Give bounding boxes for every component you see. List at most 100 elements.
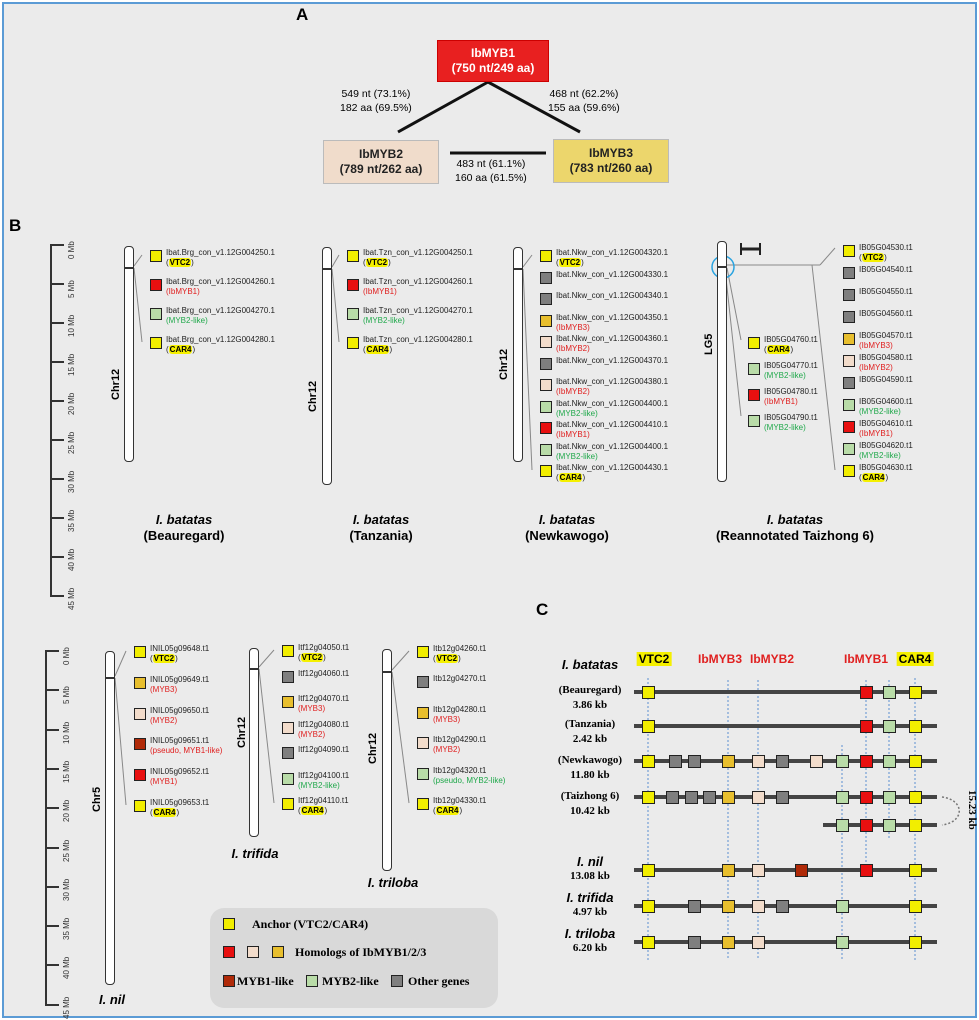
gene-label: IB05G04560.t1 [859, 309, 913, 319]
gene-annotation: (IbMYB3) [556, 322, 590, 332]
gene-label: Itb12g04260.t1(VTC2) [433, 644, 486, 664]
row-name: I. trifida [566, 890, 614, 905]
locus-gene-anchor [909, 686, 922, 699]
gene-label: Ibat.Brg_con_v1.12G004250.1(VTC2) [166, 248, 275, 268]
gene-id: IB05G04570.t1 [859, 331, 913, 340]
identity-myb2-myb3: 483 nt (61.1%) 160 aa (61.5%) [455, 157, 527, 185]
gene-marker-myb3 [134, 676, 146, 689]
connector-line [331, 254, 340, 268]
gene-marker-myb2 [540, 379, 552, 391]
gene-label: Itf12g04050.t1(VTC2) [298, 643, 349, 663]
locus-gene-myb2like [883, 686, 896, 699]
identity-myb1-myb3: 468 nt (62.2%) 155 aa (59.6%) [548, 87, 620, 115]
gene-annotation: (MYB2-like) [166, 316, 208, 325]
legend-swatch-myb1 [223, 946, 235, 958]
gene-id: INIL05g09652.t1 [150, 767, 210, 777]
column-header-myb1: IbMYB1 [843, 652, 889, 666]
gene-annotation: (CAR4) [150, 808, 180, 817]
ruler-bottom-tick [45, 650, 59, 652]
ruler-top-tick [50, 439, 64, 441]
gene-id: Itf12g04080.t1 [298, 719, 350, 729]
chromosome-band [125, 267, 133, 269]
gene-label: Itf12g04060.t1 [298, 669, 349, 679]
gene-annotation: (VTC2) [556, 258, 584, 267]
gene-marker-other [417, 676, 429, 689]
gene-id: Ibat.Brg_con_v1.12G004260.1 [166, 277, 275, 286]
ruler-top-tick [50, 283, 64, 285]
gene-marker-anchor [134, 800, 146, 812]
gene-id: Ibat.Brg_con_v1.12G004280.1 [166, 335, 275, 344]
connector-line [331, 268, 340, 343]
ruler-top-tick [50, 556, 64, 558]
ibmyb2-box: IbMYB2 (789 nt/262 aa) [323, 140, 439, 184]
identity-nt: 549 nt (73.1%) [341, 88, 411, 100]
gene-annotation: (MYB2-like) [556, 408, 598, 418]
species-label: I. batatas(Tanzania) [349, 512, 412, 544]
locus-gene-myb2like [883, 755, 896, 768]
connector-line [391, 650, 410, 671]
chromosome-chr12 [124, 246, 134, 462]
chromosome-chr12 [382, 649, 392, 871]
locus-gene-myb2like [883, 791, 896, 804]
ruler-bottom-tick [45, 925, 59, 928]
gene-label: Itf12g04090.t1 [298, 745, 349, 755]
gene-id: Ibat.Tzn_con_v1.12G004280.1 [363, 335, 473, 344]
gene-label: INIL05g09652.t1(MYB1) [150, 767, 209, 787]
locus-gene-other [669, 755, 682, 768]
ibmyb2-size: (789 nt/262 aa) [339, 162, 423, 176]
gene-marker-myb2like [748, 415, 760, 427]
gene-annotation: (IbMYB1) [363, 287, 397, 296]
gene-marker-anchor [282, 798, 294, 810]
gene-label: Ibat.Nkw_con_v1.12G004430.1(CAR4) [556, 463, 668, 483]
locus-gene-myb3 [722, 864, 735, 877]
column-header-car4: CAR4 [896, 652, 934, 666]
legend-anchor-label: Anchor (VTC2/CAR4) [252, 917, 369, 931]
gene-annotation: (IbMYB2) [859, 363, 893, 372]
gene-id: Itf12g04060.t1 [298, 668, 350, 678]
gene-label: INIL05g09649.t1(MYB3) [150, 675, 209, 695]
ruler-top-tick [50, 517, 64, 519]
gene-label: IB05G04580.t1(IbMYB2) [859, 353, 913, 373]
gene-id: IB05G04610.t1 [859, 419, 913, 428]
gap-arrow [941, 796, 960, 826]
column-header-vtc2: VTC2 [636, 652, 672, 666]
locus-gene-myb2like [836, 791, 849, 804]
gene-id: Itb12g04290.t1 [433, 735, 487, 745]
gene-annotation: (CAR4) [298, 806, 328, 815]
gene-marker-myb2like [540, 400, 552, 413]
ruler-top-tick [50, 595, 64, 597]
locus-gene-anchor [642, 686, 655, 699]
gene-annotation: (VTC2) [166, 258, 194, 267]
cultivar-name: (Beauregard) [143, 528, 225, 543]
panel-a-connectors [397, 80, 581, 155]
locus-size: 2.42 kb [572, 733, 608, 745]
locus-gene-other [703, 791, 716, 804]
gene-marker-anchor [347, 250, 359, 262]
row-name: (Tanzania) [564, 718, 616, 730]
locus-size: 10.42 kb [570, 805, 610, 817]
locus-gene-anchor [909, 791, 922, 804]
gene-label: Ibat.Tzn_con_v1.12G004280.1(CAR4) [363, 335, 473, 355]
connector-line [819, 247, 836, 266]
locus-gene-myb2like [836, 900, 849, 913]
species-name: I. batatas [155, 512, 213, 527]
locus-gene-myb2 [752, 936, 765, 949]
gene-marker-other [540, 271, 552, 284]
row-name: (Beauregard) [558, 684, 622, 696]
gene-id: Ibat.Nkw_con_v1.12G004360.1 [556, 334, 669, 343]
ibmyb1-name: IbMYB1 [470, 46, 515, 60]
legend-swatch-myb1like [223, 975, 235, 987]
ruler-bottom-tick [45, 846, 59, 849]
gene-label: IB05G04760.t1(CAR4) [764, 335, 818, 355]
gene-id: Itb12g04330.t1 [433, 796, 487, 805]
gene-label: Ibat.Brg_con_v1.12G004280.1(CAR4) [166, 335, 275, 355]
gene-marker-myb2 [282, 721, 294, 734]
gene-marker-myb1 [843, 421, 855, 433]
chromosome-chr5 [105, 651, 115, 985]
species-label: I. triloba [368, 875, 419, 891]
chromosome-band [718, 266, 726, 268]
gene-annotation: (MYB1) [150, 777, 178, 787]
ibmyb3-size: (783 nt/260 aa) [569, 161, 653, 175]
gene-annotation: (MYB2-like) [859, 407, 901, 416]
